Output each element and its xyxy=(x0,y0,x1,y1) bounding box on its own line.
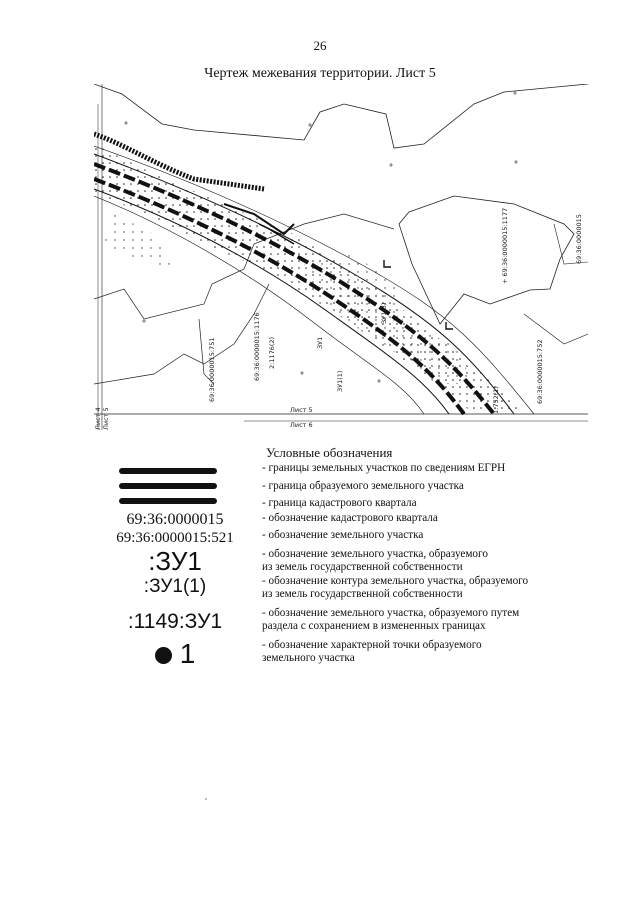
quarter-designation-symbol: 69:36:0000015 xyxy=(126,511,224,528)
legend-item: из земель государственной собственности xyxy=(262,588,463,600)
legend-item: - обозначение контура земельного участка… xyxy=(262,575,529,587)
map-label-parcel-751: 69:36:0000015:751 xyxy=(208,338,216,402)
characteristic-point-symbol: 1 xyxy=(100,638,250,670)
zu-contour-symbol: :ЗУ1(1) xyxy=(143,576,207,597)
map-label-sheet-4: Лист 4 xyxy=(94,407,102,430)
legend-item: - границы земельных участков по сведения… xyxy=(262,462,506,474)
zu-designation-symbol: :ЗУ1 xyxy=(148,546,202,576)
split-parcel-symbol: :1149:ЗУ1 xyxy=(127,610,223,633)
scan-speck xyxy=(205,798,207,800)
map-label-parcel-752: 69:36:0000015:752 xyxy=(536,340,544,404)
legend-item: из земель государственной собственности xyxy=(262,561,463,573)
legend-item: - обозначение земельного участка xyxy=(262,529,424,541)
map-label-small-a: 2:1176(2) xyxy=(268,337,276,369)
map-label-small-c: ЗУ1(1) xyxy=(336,371,344,392)
map-label-parcel-1176: 69:36:0000015:1176 xyxy=(253,312,261,381)
quarter-boundary-symbol xyxy=(119,498,217,504)
page-number: 26 xyxy=(313,38,327,53)
point-number: 1 xyxy=(179,638,196,669)
map-label-small-d: ЗУ1 xyxy=(316,337,324,349)
map-label-sheet-5-left: Лист 5 xyxy=(102,407,110,430)
legend-item: - граница кадастрового квартала xyxy=(262,497,417,509)
legend-item: - граница образуемого земельного участка xyxy=(262,480,464,492)
map-label-small-e: 1:752(1) xyxy=(492,386,500,414)
legend-item: раздела с сохранением в измененных грани… xyxy=(262,620,486,632)
legend-heading: Условные обозначения xyxy=(266,445,393,460)
map-label-small-b: ЗУ1(3) xyxy=(380,303,388,324)
map-label-sheet-6: Лист 6 xyxy=(290,421,313,429)
legend-item: - обозначение земельного участка, образу… xyxy=(262,607,520,619)
legend-item: - обозначение земельного участка, образу… xyxy=(262,548,488,560)
map-label-sheet-5: Лист 5 xyxy=(290,406,313,414)
legend-item: - обозначение кадастрового квартала xyxy=(262,512,438,524)
map-label-parcel-1177: + 69:36:0000015:1177 xyxy=(501,208,509,284)
egrn-boundary-symbol xyxy=(119,468,217,474)
point-dot-icon xyxy=(154,647,172,665)
legend-item: - обозначение характерной точки образуем… xyxy=(262,639,482,651)
cadastral-map: + 69:36:0000015:1177 69:36:0000015 69:36… xyxy=(94,84,588,430)
map-label-quarter: 69:36:0000015 xyxy=(575,214,583,264)
parcel-designation-symbol: 69:36:0000015:521 xyxy=(116,530,234,546)
page-title: Чертеж межевания территории. Лист 5 xyxy=(204,66,436,81)
new-parcel-boundary-symbol xyxy=(119,483,217,489)
legend-item: земельного участка xyxy=(262,652,355,664)
